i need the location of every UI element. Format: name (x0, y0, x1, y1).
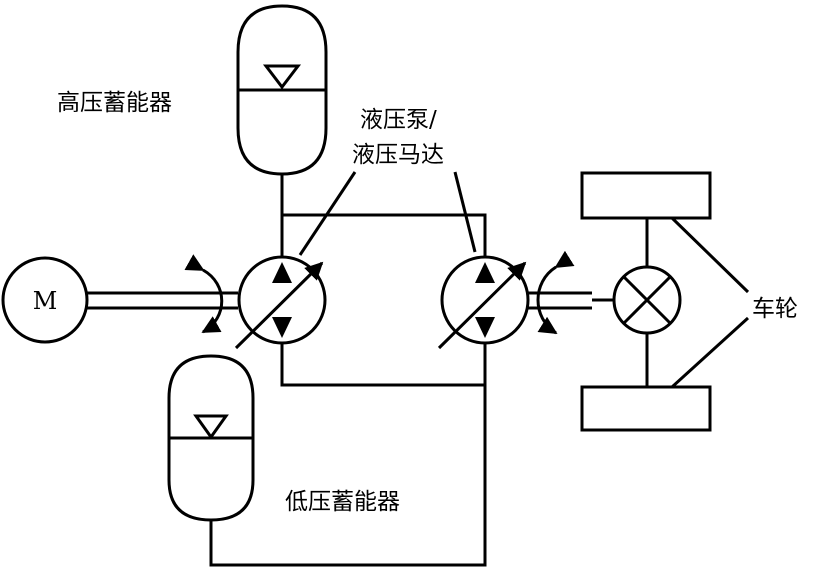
pump-leader-right (453, 171, 477, 253)
high-pressure-accumulator (236, 4, 328, 176)
label-pump-motor-line1: 液压泵/ (360, 107, 437, 133)
label-low-pressure-accumulator: 低压蓄能器 (285, 489, 400, 515)
label-wheels: 车轮 (752, 296, 798, 322)
rotation-arrow-right (536, 250, 575, 335)
pump-motor-left (234, 255, 327, 350)
low-pressure-line (209, 343, 487, 567)
high-pressure-crossover (282, 213, 487, 257)
wheel-leader-top (670, 216, 750, 294)
input-shaft (87, 291, 238, 310)
pump-motor-right (437, 255, 530, 350)
low-pressure-accumulator (167, 354, 255, 522)
pump-leader-left (298, 171, 357, 256)
wheel-leader-bottom (670, 316, 750, 389)
label-pump-motor-line2: 液压马达 (352, 142, 444, 168)
low-pressure-crossover (280, 343, 485, 387)
rotation-arrow-left (184, 254, 224, 334)
differential (612, 218, 682, 387)
wheel-top (580, 171, 712, 220)
wheel-bottom (580, 385, 712, 432)
output-shaft (528, 291, 614, 310)
motor-label: M (33, 287, 58, 315)
motor-circle (1, 256, 89, 344)
label-high-pressure-accumulator: 高压蓄能器 (57, 90, 172, 116)
